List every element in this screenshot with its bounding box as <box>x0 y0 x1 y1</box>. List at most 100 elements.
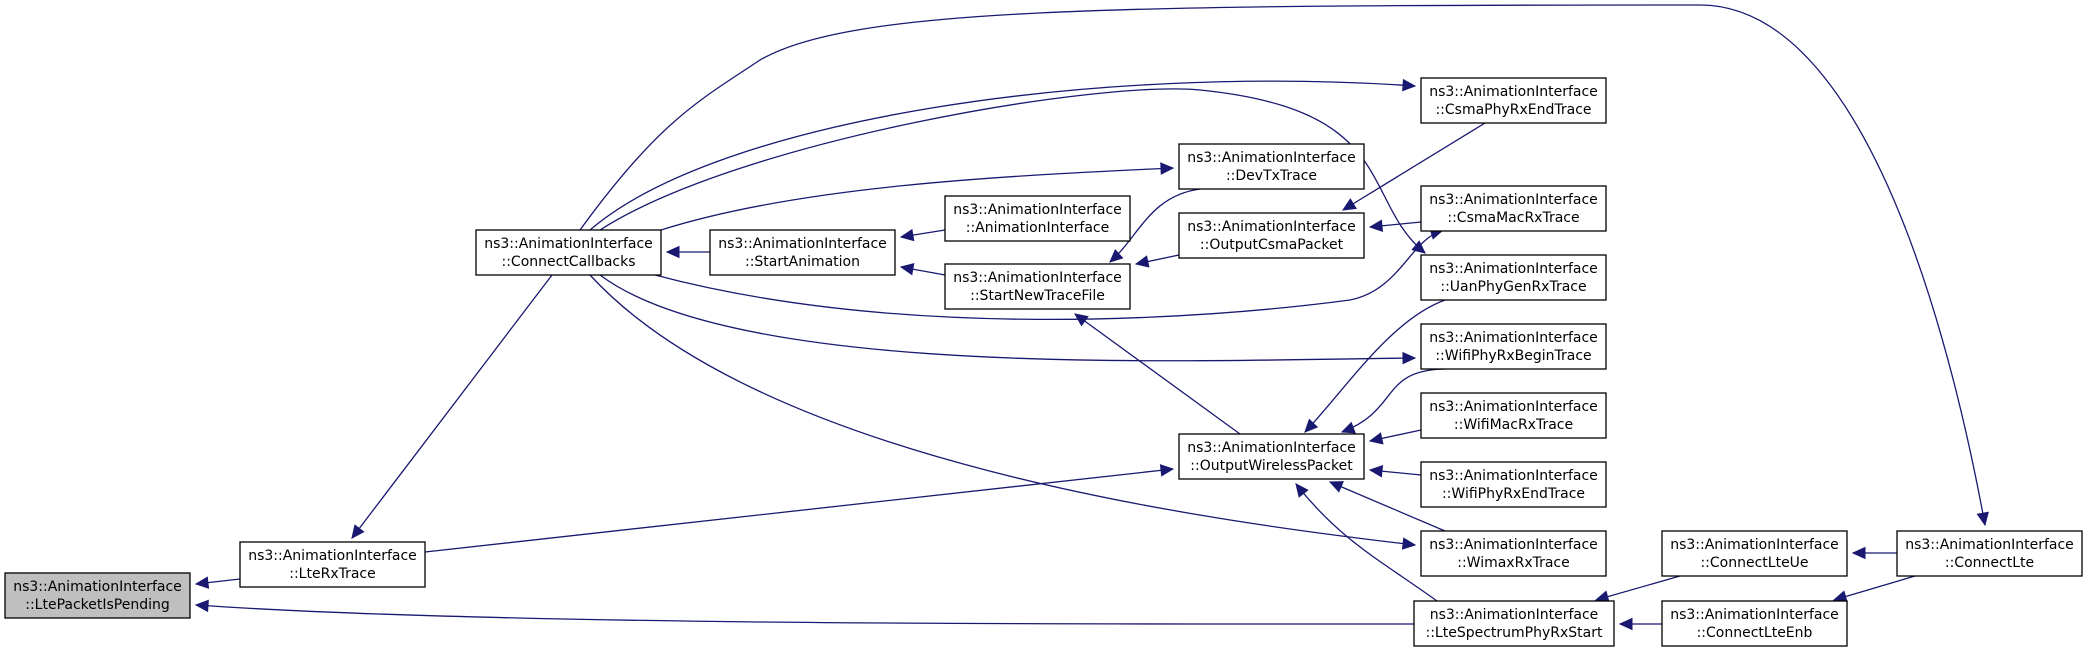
node-connect-callbacks[interactable]: ns3::AnimationInterface::ConnectCallback… <box>475 229 662 276</box>
edge-dev-tx-trace-to-start-new-trace-file <box>1109 188 1201 263</box>
node-box <box>475 229 662 276</box>
edge-arrowhead <box>1402 78 1417 92</box>
edge-wifi-mac-rx-trace-to-output-wireless-packet <box>1368 429 1422 445</box>
edge-csma-phy-rx-end-trace-to-output-csma-packet <box>1341 122 1486 211</box>
edge-arrowhead <box>1368 464 1384 478</box>
node-start-new-trace-file[interactable]: ns3::AnimationInterface::StartNewTraceFi… <box>944 263 1131 310</box>
node-wifi-phy-rx-begin-trace[interactable]: ns3::AnimationInterface::WifiPhyRxBeginT… <box>1420 323 1607 370</box>
node-method-label: ::LtePacketIsPending <box>25 597 170 613</box>
node-output-csma-packet[interactable]: ns3::AnimationInterface::OutputCsmaPacke… <box>1178 212 1365 259</box>
node-namespace-label: ns3::AnimationInterface <box>1429 399 1598 415</box>
edge-line <box>351 274 553 539</box>
node-namespace-label: ns3::AnimationInterface <box>1670 607 1839 623</box>
edge-line <box>1109 188 1201 263</box>
edge-connect-lte-to-connect-lte-enb <box>1832 575 1916 603</box>
node-namespace-label: ns3::AnimationInterface <box>1429 537 1598 553</box>
node-namespace-label: ns3::AnimationInterface <box>1187 150 1356 166</box>
edge-connect-lte-to-connect-lte-ue <box>1851 546 1897 560</box>
edge-connect-lte-ue-to-lte-spectrum-phy-rx-start <box>1594 575 1681 603</box>
edge-line <box>195 604 1415 625</box>
node-output-wireless-packet[interactable]: ns3::AnimationInterface::OutputWirelessP… <box>1178 433 1365 480</box>
node-method-label: ::DevTxTrace <box>1226 168 1317 184</box>
edge-line <box>589 80 1416 231</box>
node-method-label: ::OutputCsmaPacket <box>1200 237 1344 253</box>
node-method-label: ::CsmaMacRxTrace <box>1447 210 1579 226</box>
node-csma-mac-rx-trace[interactable]: ns3::AnimationInterface::CsmaMacRxTrace <box>1420 185 1607 232</box>
edge-arrowhead <box>899 228 915 242</box>
edge-csma-mac-rx-trace-to-output-csma-packet <box>1368 219 1422 233</box>
node-box <box>1661 600 1848 647</box>
node-box <box>1661 530 1848 577</box>
edge-arrowhead <box>1402 351 1417 365</box>
node-namespace-label: ns3::AnimationInterface <box>953 202 1122 218</box>
node-uan-phy-gen-rx-trace[interactable]: ns3::AnimationInterface::UanPhyGenRxTrac… <box>1420 254 1607 301</box>
node-namespace-label: ns3::AnimationInterface <box>1429 84 1598 100</box>
edge-arrowhead <box>1295 483 1309 498</box>
node-connect-lte-enb[interactable]: ns3::AnimationInterface::ConnectLteEnb <box>1661 600 1848 647</box>
edge-line <box>1341 368 1446 433</box>
node-namespace-label: ns3::AnimationInterface <box>1905 537 2074 553</box>
node-method-label: ::UanPhyGenRxTrace <box>1440 279 1586 295</box>
edge-line <box>599 88 1426 254</box>
node-lte-packet-is-pending: ns3::AnimationInterface::LtePacketIsPend… <box>4 572 191 619</box>
edge-connect-callbacks-to-wimax-rx-trace <box>589 274 1417 550</box>
node-wifi-mac-rx-trace[interactable]: ns3::AnimationInterface::WifiMacRxTrace <box>1420 392 1607 439</box>
node-method-label: ::AnimationInterface <box>966 220 1110 236</box>
node-animation-interface[interactable]: ns3::AnimationInterface::AnimationInterf… <box>944 195 1131 242</box>
node-method-label: ::WifiPhyRxBeginTrace <box>1435 348 1591 364</box>
edge-connect-callbacks-to-connect-lte <box>579 4 1989 527</box>
edge-line <box>599 274 1416 362</box>
node-method-label: ::WifiPhyRxEndTrace <box>1442 486 1585 502</box>
node-box <box>1413 600 1615 647</box>
node-dev-tx-trace[interactable]: ns3::AnimationInterface::DevTxTrace <box>1178 143 1365 190</box>
edge-output-wireless-packet-to-start-new-trace-file <box>1074 313 1241 435</box>
edge-connect-callbacks-to-dev-tx-trace <box>660 162 1175 231</box>
node-method-label: ::ConnectLteUe <box>1700 555 1808 571</box>
edge-line <box>589 274 1416 546</box>
node-connect-lte-ue[interactable]: ns3::AnimationInterface::ConnectLteUe <box>1661 530 1848 577</box>
node-start-animation[interactable]: ns3::AnimationInterface::StartAnimation <box>709 229 896 276</box>
edge-animation-interface-to-start-animation <box>899 228 946 242</box>
edge-arrowhead <box>1976 511 1989 527</box>
graph-edges <box>194 4 1989 631</box>
edge-arrowhead <box>1368 219 1384 233</box>
edge-line <box>1074 313 1241 435</box>
edge-arrowhead <box>1340 421 1356 434</box>
edge-arrowhead <box>1328 481 1344 493</box>
node-csma-phy-rx-end-trace[interactable]: ns3::AnimationInterface::CsmaPhyRxEndTra… <box>1420 77 1607 124</box>
node-wimax-rx-trace[interactable]: ns3::AnimationInterface::WimaxRxTrace <box>1420 530 1607 577</box>
edge-start-animation-to-connect-callbacks <box>665 245 710 259</box>
edge-arrowhead <box>1401 537 1417 550</box>
node-lte-spectrum-phy-rx-start[interactable]: ns3::AnimationInterface::LteSpectrumPhyR… <box>1413 600 1615 647</box>
node-namespace-label: ns3::AnimationInterface <box>953 270 1122 286</box>
edge-output-csma-packet-to-start-new-trace-file <box>1134 254 1180 268</box>
edge-wimax-rx-trace-to-output-wireless-packet <box>1328 481 1446 532</box>
node-box <box>944 195 1131 242</box>
node-connect-lte[interactable]: ns3::AnimationInterface::ConnectLte <box>1896 530 2083 577</box>
edge-connect-callbacks-to-csma-phy-rx-end-trace <box>589 78 1417 231</box>
node-method-label: ::WimaxRxTrace <box>1457 555 1570 571</box>
node-box <box>1420 185 1607 232</box>
edge-connect-callbacks-to-uan-phy-gen-rx-trace <box>599 88 1426 254</box>
edge-lte-rx-trace-to-output-wireless-packet <box>424 464 1175 553</box>
node-namespace-label: ns3::AnimationInterface <box>1429 330 1598 346</box>
edge-arrowhead <box>1160 162 1175 175</box>
node-lte-rx-trace[interactable]: ns3::AnimationInterface::LteRxTrace <box>239 541 426 588</box>
node-namespace-label: ns3::AnimationInterface <box>1429 192 1598 208</box>
node-box <box>1420 77 1607 124</box>
node-wifi-phy-rx-end-trace[interactable]: ns3::AnimationInterface::WifiPhyRxEndTra… <box>1420 461 1607 508</box>
node-namespace-label: ns3::AnimationInterface <box>1187 219 1356 235</box>
edge-line <box>654 229 1444 321</box>
node-method-label: ::WifiMacRxTrace <box>1454 417 1573 433</box>
edge-arrowhead <box>1411 240 1426 254</box>
edge-line <box>660 167 1174 231</box>
edge-arrowhead <box>1832 590 1848 603</box>
node-box <box>1178 212 1365 259</box>
node-namespace-label: ns3::AnimationInterface <box>248 548 417 564</box>
node-box <box>1178 143 1365 190</box>
edge-line <box>424 468 1174 553</box>
edge-line <box>1595 575 1681 601</box>
edge-arrowhead <box>1618 617 1633 631</box>
edge-arrowhead <box>1851 546 1866 560</box>
